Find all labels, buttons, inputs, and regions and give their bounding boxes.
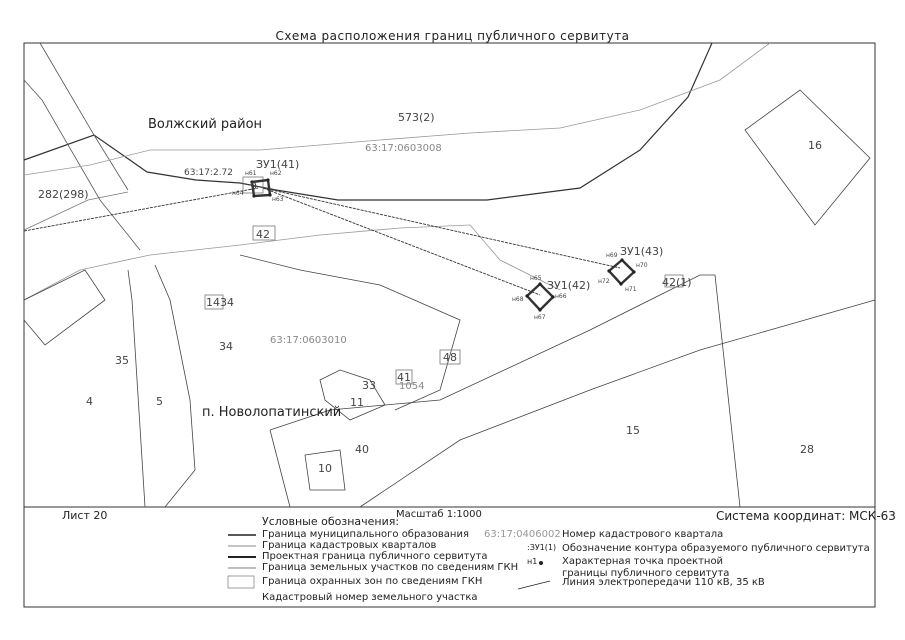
parcel-28-border [359, 299, 876, 508]
point-label: н65 [530, 275, 542, 282]
quarter-boundary-1 [23, 42, 771, 176]
characteristic-points [250, 178, 636, 312]
parcel-label: 42(1) [662, 276, 692, 289]
parcel-label: 34 [219, 340, 233, 353]
legend-item: Характерная точка проектной границы публ… [562, 556, 730, 579]
legend-sample: 63:17:0406002 [484, 529, 561, 540]
zone-48 [439, 349, 461, 365]
legend-sym-point [539, 561, 543, 565]
parcel-label: 15 [626, 424, 640, 437]
scale-label: Масштаб 1:1000 [396, 509, 482, 520]
point-label: н70 [636, 262, 648, 269]
legend-sym-powerline [517, 580, 551, 590]
parcel-label: 282(298) [38, 188, 89, 201]
parcel-line-w [23, 191, 129, 231]
parcel-label: 9 [250, 180, 257, 193]
point-label: н64 [232, 190, 244, 197]
legend-item: Граница земельных участков по сведениям … [262, 562, 519, 573]
legend-item: Проектная граница публичного сервитута [262, 551, 488, 562]
quarter-label: 63:17:0603008 [365, 143, 442, 154]
legend-item: Граница муниципального образования [262, 529, 469, 540]
parcel-label: 40 [355, 443, 369, 456]
point-label: н62 [270, 170, 282, 177]
parcel-5-border [154, 264, 196, 508]
parcel-label: 11 [350, 396, 364, 409]
parcel-label: 5 [156, 395, 163, 408]
legend-item: Линия электропередачи 110 кВ, 35 кВ [562, 577, 765, 588]
easement-label: ЗУ1(41) [256, 158, 300, 171]
parcel-label: 1434 [206, 296, 234, 309]
point-label: н71 [625, 286, 637, 293]
municipal-boundary [23, 42, 713, 201]
legend-sym-zone [227, 575, 255, 589]
zone-42 [252, 225, 276, 241]
municipal-boundary-west [23, 79, 141, 251]
quarter-boundary-2 [23, 224, 471, 301]
legend-item: Обозначение контура образуемого публично… [562, 543, 870, 554]
point-label: н66 [555, 293, 567, 300]
parcel-label: 48 [443, 351, 457, 364]
legend-item: Номер кадастрового квартала [562, 529, 724, 540]
parcel-label: 33 [362, 379, 376, 392]
parcel-label: 28 [800, 443, 814, 456]
parcel-40-border [269, 429, 291, 508]
legend-item: Граница кадастровых кварталов [262, 540, 437, 551]
district-label: Волжский район [148, 117, 263, 132]
parcel-34-border [239, 254, 461, 411]
point-label: н61 [245, 170, 257, 177]
map-title: Схема расположения границ публичного сер… [275, 29, 630, 43]
parcel-15-border [269, 274, 741, 508]
parcel-label: 41 [397, 371, 411, 384]
parcel-10 [304, 449, 346, 491]
sheet-frame [23, 42, 876, 608]
point-label: н63 [272, 196, 284, 203]
parcel-label: 35 [115, 354, 129, 367]
easement-label: ЗУ1(42) [547, 279, 591, 292]
legend-sample: н1 [527, 557, 538, 566]
parcel-label: 16 [808, 139, 822, 152]
parcel-label: 1054 [399, 381, 425, 392]
point-label: н72 [598, 278, 610, 285]
parcel-label: 63:17:2.72 [184, 168, 234, 178]
legend-item: Кадастровый номер земельного участка [262, 592, 478, 603]
sheet-number: Лист 20 [62, 509, 108, 522]
boundary-diagonal [39, 42, 129, 191]
point-label: н67 [534, 314, 546, 321]
parcel-35-border [127, 269, 146, 508]
power-line-c [262, 187, 621, 269]
zone-42-1 [664, 274, 684, 288]
zone-1434 [204, 294, 224, 310]
parcel-16 [744, 89, 871, 226]
parcel-west [23, 269, 106, 346]
parcel-label: 573(2) [398, 111, 435, 124]
legend-heading: Условные обозначения: [262, 515, 400, 528]
power-line-a [23, 187, 259, 232]
quarter-label: 63:17:0603010 [270, 335, 347, 346]
zone-41 [395, 369, 413, 385]
parcel-label: 42 [256, 228, 270, 241]
parcel-label: 4 [86, 395, 93, 408]
easement-label: ЗУ1(43) [620, 245, 664, 258]
settlement-label: п. Новолопатинский [202, 405, 342, 420]
legend-sample: :ЗУ1(1) [527, 543, 557, 552]
easement-contour-43 [607, 258, 636, 286]
parcel-label: 10 [318, 462, 332, 475]
point-label: н69 [606, 252, 618, 259]
coord-system: Система координат: МСК-63 [716, 509, 896, 523]
power-line-b [262, 187, 541, 296]
legend-item: Граница охранных зон по сведениям ГКН [262, 576, 483, 587]
point-label: н68 [512, 296, 524, 303]
